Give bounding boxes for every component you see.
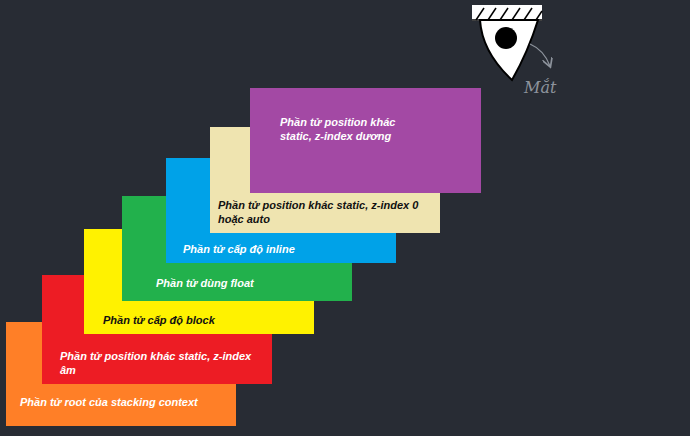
eye-pupil bbox=[495, 27, 517, 49]
ceiling-band bbox=[472, 5, 542, 21]
layer-label: Phần tử dùng float bbox=[156, 277, 346, 291]
layer-label: Phần tử cấp độ block bbox=[103, 314, 303, 328]
eye-outline bbox=[480, 20, 538, 80]
layer-label: Phần tử position khác static, z-index dư… bbox=[280, 116, 420, 144]
stack-layer-box: Phần tử position khác static, z-index dư… bbox=[250, 88, 481, 193]
layer-label: Phần tử position khác static, z-index âm bbox=[60, 350, 260, 378]
ceiling-hatch bbox=[472, 8, 542, 20]
layer-label: Phần tử root của stacking context bbox=[20, 396, 225, 410]
layer-label: Phần tử position khác static, z-index 0 … bbox=[218, 199, 432, 227]
eye-label: Mắt bbox=[524, 78, 556, 97]
eye-arrow bbox=[530, 44, 550, 66]
layer-label: Phần tử cấp độ inline bbox=[183, 243, 388, 257]
